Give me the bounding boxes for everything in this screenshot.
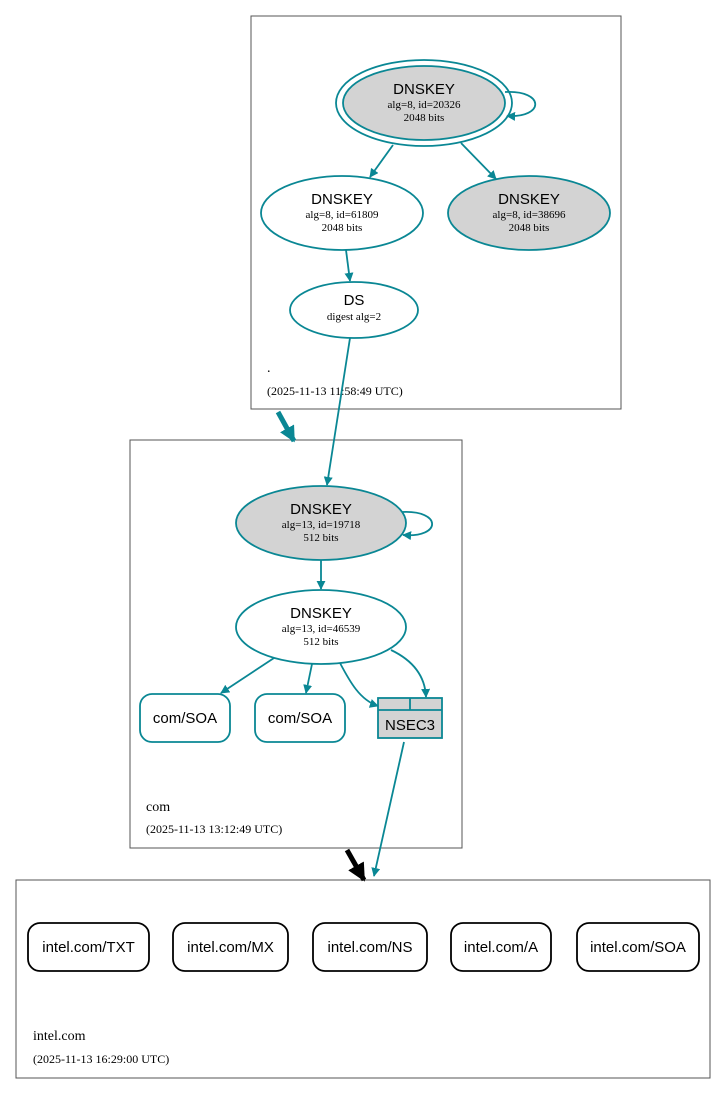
root-ds-node[interactable]: DS digest alg=2: [289, 281, 419, 339]
edge-root-ksk-self: [504, 91, 536, 121]
intel-record-a-label: intel.com/A: [464, 939, 538, 956]
edge-root-ksk-zsk: [369, 144, 394, 178]
root-ds-title: DS: [344, 292, 365, 309]
com-ksk-title: DNSKEY: [290, 501, 352, 518]
com-zsk-title: DNSKEY: [290, 605, 352, 622]
edge-com-ksk-self: [401, 511, 433, 541]
zone-intel: intel.com/TXT intel.com/MX intel.com/NS …: [15, 879, 711, 1079]
zone-intel-name: intel.com: [33, 1029, 86, 1044]
zone-com: DNSKEY alg=13, id=19718 512 bits DNSKEY …: [129, 439, 463, 849]
edge-com-zsk-nsec3-b: [390, 649, 431, 698]
zone-com-timestamp: (2025-11-13 13:12:49 UTC): [146, 822, 282, 836]
root-zsk-node[interactable]: DNSKEY alg=8, id=61809 2048 bits: [260, 175, 424, 251]
intel-record-a[interactable]: intel.com/A: [450, 922, 552, 972]
com-zsk-node[interactable]: DNSKEY alg=13, id=46539 512 bits: [235, 589, 407, 665]
root-zsk-title: DNSKEY: [311, 191, 373, 208]
root-ksk-line2: 2048 bits: [404, 112, 445, 124]
root-zsk-line1: alg=8, id=61809: [306, 209, 379, 221]
edge-com-zsk-nsec3-a: [339, 662, 379, 708]
edge-delegation-root-com: [275, 410, 297, 443]
edge-root-zsk-ds: [344, 249, 354, 282]
root-ksk-line1: alg=8, id=20326: [388, 99, 461, 111]
intel-record-soa[interactable]: intel.com/SOA: [576, 922, 700, 972]
zone-root-name: .: [267, 361, 271, 376]
intel-record-txt[interactable]: intel.com/TXT: [27, 922, 150, 972]
com-ksk-line1: alg=13, id=19718: [282, 519, 361, 531]
com-nsec3-label: NSEC3: [385, 717, 435, 734]
zone-intel-box: [15, 879, 711, 1079]
zone-com-name: com: [146, 800, 170, 815]
root-ds-line1: digest alg=2: [327, 311, 381, 323]
intel-record-txt-label: intel.com/TXT: [42, 939, 135, 956]
root-ksk-title: DNSKEY: [393, 81, 455, 98]
edge-root-ksk-zsk2: [460, 142, 497, 180]
edge-delegation-com-intel: [344, 848, 367, 882]
com-nsec3-node[interactable]: NSEC3: [377, 697, 443, 739]
com-ksk-node[interactable]: DNSKEY alg=13, id=19718 512 bits: [235, 485, 407, 561]
edge-ds-com-ksk: [323, 337, 351, 486]
zone-root: DNSKEY alg=8, id=20326 2048 bits DNSKEY …: [250, 15, 622, 410]
zone-intel-timestamp: (2025-11-13 16:29:00 UTC): [33, 1052, 169, 1066]
edges: [220, 91, 536, 882]
com-soa-label-1: com/SOA: [153, 710, 217, 727]
intel-record-soa-label: intel.com/SOA: [590, 939, 686, 956]
edge-nsec3-intel: [371, 741, 405, 877]
com-soa-node-2[interactable]: com/SOA: [254, 693, 346, 743]
com-zsk-line1: alg=13, id=46539: [282, 623, 361, 635]
com-soa-node-1[interactable]: com/SOA: [139, 693, 231, 743]
intel-record-mx-label: intel.com/MX: [187, 939, 274, 956]
root-zsk2-line2: 2048 bits: [509, 222, 550, 234]
edge-com-zsk-soa2: [303, 663, 313, 694]
root-ksk-node[interactable]: DNSKEY alg=8, id=20326 2048 bits: [335, 59, 513, 147]
root-zsk2-line1: alg=8, id=38696: [493, 209, 566, 221]
root-zsk2-title: DNSKEY: [498, 191, 560, 208]
com-ksk-line2: 512 bits: [303, 532, 338, 544]
edge-com-zsk-soa1: [220, 657, 275, 694]
intel-record-ns[interactable]: intel.com/NS: [312, 922, 428, 972]
com-zsk-line2: 512 bits: [303, 636, 338, 648]
intel-record-ns-label: intel.com/NS: [327, 939, 412, 956]
root-zsk-line2: 2048 bits: [322, 222, 363, 234]
intel-record-mx[interactable]: intel.com/MX: [172, 922, 289, 972]
root-zsk2-node[interactable]: DNSKEY alg=8, id=38696 2048 bits: [447, 175, 611, 251]
com-soa-label-2: com/SOA: [268, 710, 332, 727]
zone-root-timestamp: (2025-11-13 11:58:49 UTC): [267, 384, 403, 398]
